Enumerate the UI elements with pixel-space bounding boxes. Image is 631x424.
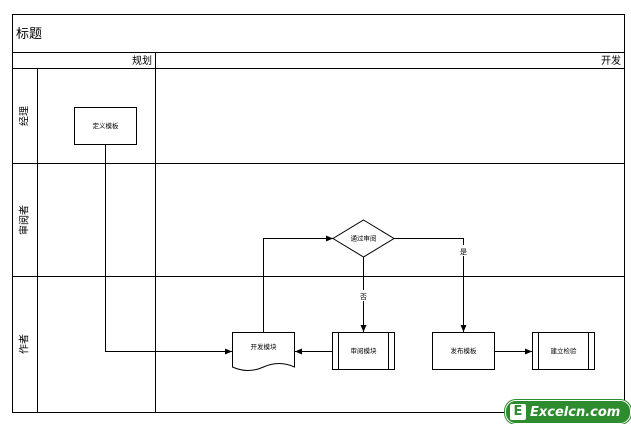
watermark-logo: E Excelcn.com	[505, 400, 631, 424]
decision-node-pass-review	[332, 219, 395, 258]
edge-label-review-branch: 否	[360, 293, 367, 301]
edge-label-publish-branch: 是	[460, 248, 467, 256]
connector-develop-to-decision	[263, 235, 333, 332]
process-node-publish-template	[432, 332, 495, 370]
connector-decision-to-publish	[394, 238, 467, 332]
phase-label-planning: 规划	[132, 54, 152, 67]
process-node-publish-template-label: 发布模板	[451, 346, 478, 355]
process-node-define-template	[74, 107, 137, 145]
excel-logo-icon: E	[510, 404, 526, 420]
connector-define-to-develop	[105, 144, 232, 355]
subprocess-node-build-check-label: 建立检验	[551, 346, 578, 355]
subprocess-node-build-check	[532, 332, 595, 370]
document-node-develop-module-label: 开发模块	[251, 342, 278, 351]
decision-node-pass-review-label: 通过审阅	[351, 234, 377, 243]
subprocess-node-review-module	[332, 332, 395, 370]
lane-label-author: 作者	[19, 334, 31, 354]
lane-label-reviewer: 审阅者	[18, 205, 31, 235]
swimlane-grid	[12, 14, 625, 413]
subprocess-node-review-module-label: 审阅模块	[351, 346, 378, 355]
lane-label-manager: 经理	[18, 106, 31, 126]
watermark-text: Excelcn.com	[530, 404, 621, 420]
document-node-develop-module	[232, 332, 295, 371]
process-node-define-template-label: 定义模板	[93, 121, 120, 130]
phase-label-development: 开发	[601, 54, 621, 67]
diagram-title: 标题	[16, 27, 42, 42]
